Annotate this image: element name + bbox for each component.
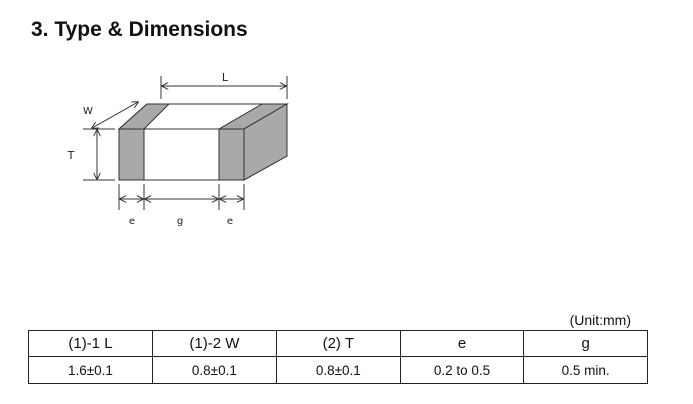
table-header-row: (1)-1 L (1)-2 W (2) T e g — [28, 330, 648, 357]
dimensions-table: (1)-1 L (1)-2 W (2) T e g 1.6±0.1 0.8±0.… — [28, 330, 648, 384]
header-gap: g — [523, 330, 648, 357]
thickness-label: T — [67, 149, 75, 162]
bottom-dimensions: e g e — [118, 184, 245, 227]
header-electrode: e — [399, 330, 525, 357]
electrode-right-label: e — [227, 216, 233, 227]
value-electrode: 0.2 to 0.5 — [399, 356, 525, 384]
value-gap: 0.5 min. — [523, 356, 648, 384]
electrode-left-label: e — [129, 216, 135, 227]
chip-dimension-diagram: L W T e g e — [67, 71, 289, 227]
length-label: L — [222, 71, 229, 84]
header-width: (1)-2 W — [151, 330, 277, 357]
header-length: (1)-1 L — [28, 330, 153, 357]
section-title: 3. Type & Dimensions — [31, 18, 248, 41]
length-dimension: L — [160, 71, 288, 99]
width-label: W — [83, 106, 93, 117]
value-length: 1.6±0.1 — [28, 356, 153, 384]
right-electrode — [217, 103, 289, 181]
value-width: 0.8±0.1 — [151, 356, 277, 384]
header-thickness: (2) T — [275, 330, 401, 357]
thickness-dimension: T — [67, 128, 115, 181]
table-row: 1.6±0.1 0.8±0.1 0.8±0.1 0.2 to 0.5 0.5 m… — [28, 356, 648, 384]
unit-note: (Unit:mm) — [569, 312, 631, 328]
gap-label: g — [177, 216, 183, 227]
width-dimension: W — [83, 102, 138, 128]
value-thickness: 0.8±0.1 — [275, 356, 401, 384]
